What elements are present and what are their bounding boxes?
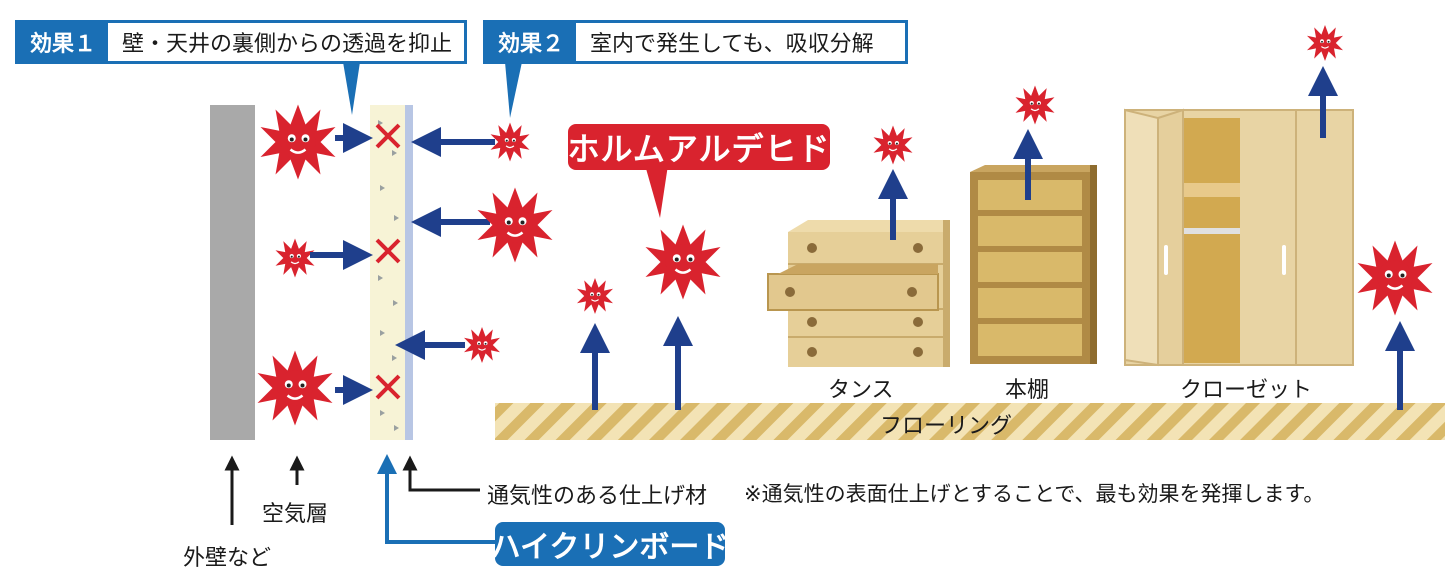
formaldehyde-pointer bbox=[645, 165, 668, 218]
formaldehyde-germ-icon bbox=[256, 349, 334, 427]
block-x-mark bbox=[375, 238, 401, 264]
effect1-pointer bbox=[343, 62, 360, 115]
formaldehyde-germ-icon bbox=[1356, 239, 1434, 317]
formaldehyde-label: ホルムアルデヒド bbox=[567, 124, 830, 170]
bookshelf-label: 本棚 bbox=[1005, 378, 1050, 403]
flooring-label: フローリング bbox=[880, 414, 1013, 439]
formaldehyde-germ-icon bbox=[463, 326, 501, 364]
note-text: ※通気性の表面仕上げとすることで、最も効果を発揮します。 bbox=[744, 482, 1325, 506]
air-layer-label: 空気層 bbox=[262, 502, 329, 527]
exterior-wall-label: 外壁など bbox=[183, 546, 272, 571]
effect2-text: 室内で発生しても、吸収分解 bbox=[590, 32, 874, 57]
effect2-pointer bbox=[505, 62, 522, 118]
closet bbox=[1124, 108, 1354, 367]
finish-leader-line bbox=[402, 455, 480, 492]
block-marks bbox=[375, 123, 401, 400]
block-x-mark bbox=[375, 123, 401, 149]
formaldehyde-germ-icon bbox=[259, 103, 337, 181]
hiclean-board-label: ハイクリンボード bbox=[491, 522, 729, 566]
effect2-callout: 効果２ 室内で発生しても、吸収分解 bbox=[483, 20, 908, 64]
finish-layer bbox=[405, 105, 413, 440]
bookshelf bbox=[970, 165, 1097, 364]
block-x-mark bbox=[375, 374, 401, 400]
breathable-finish-label: 通気性のある仕上げ材 bbox=[487, 484, 708, 509]
exterior-wall bbox=[210, 105, 255, 440]
board-leader-line bbox=[377, 454, 495, 544]
formaldehyde-germ-icon bbox=[1014, 84, 1056, 126]
formaldehyde-germ-icon bbox=[489, 121, 531, 163]
chest-of-drawers bbox=[767, 220, 950, 367]
formaldehyde-germ-icon bbox=[872, 124, 914, 166]
effect1-callout: 効果１ 壁・天井の裏側からの透過を抑止 bbox=[15, 20, 467, 64]
effect1-tag: 効果１ bbox=[18, 23, 109, 61]
effect1-text: 壁・天井の裏側からの透過を抑止 bbox=[122, 32, 453, 57]
formaldehyde-germ-icon bbox=[644, 223, 722, 301]
closet-label: クローゼット bbox=[1180, 378, 1313, 403]
board-texture bbox=[378, 120, 399, 431]
effect2-tag: 効果２ bbox=[486, 23, 577, 61]
formaldehyde-germ-icon bbox=[576, 277, 614, 315]
flooring bbox=[495, 403, 1445, 440]
formaldehyde-germ-icon bbox=[274, 237, 316, 279]
formaldehyde-germ-icon bbox=[1306, 24, 1344, 62]
chest-label: タンス bbox=[828, 378, 894, 403]
